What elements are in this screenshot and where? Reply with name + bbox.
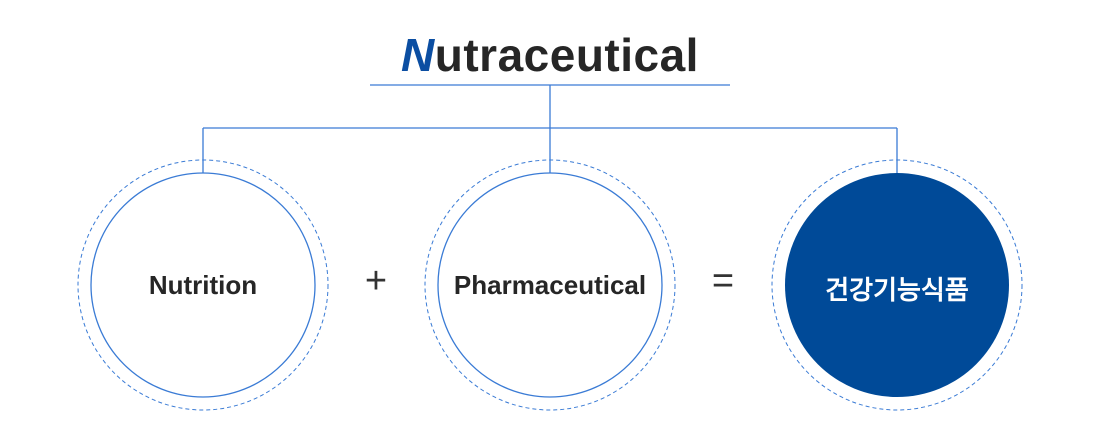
page-title: Nutraceutical xyxy=(0,28,1100,82)
nutrition-label: Nutrition xyxy=(148,270,258,300)
health-food-circle xyxy=(785,173,1009,397)
health-food-dashed-ring xyxy=(771,159,1023,411)
title-first-letter: N xyxy=(401,29,435,81)
nutrition-dashed-ring xyxy=(77,159,329,411)
equals-sign: = xyxy=(711,260,735,302)
pharmaceutical-dashed-ring xyxy=(424,159,676,411)
pharmaceutical-label: Pharmaceutical xyxy=(453,270,647,300)
pharmaceutical-circle xyxy=(437,172,663,398)
health-food-label: 건강기능식품 xyxy=(825,275,969,305)
plus-sign: + xyxy=(364,260,388,302)
title-rest: utraceutical xyxy=(434,29,699,81)
nutrition-circle xyxy=(90,172,316,398)
